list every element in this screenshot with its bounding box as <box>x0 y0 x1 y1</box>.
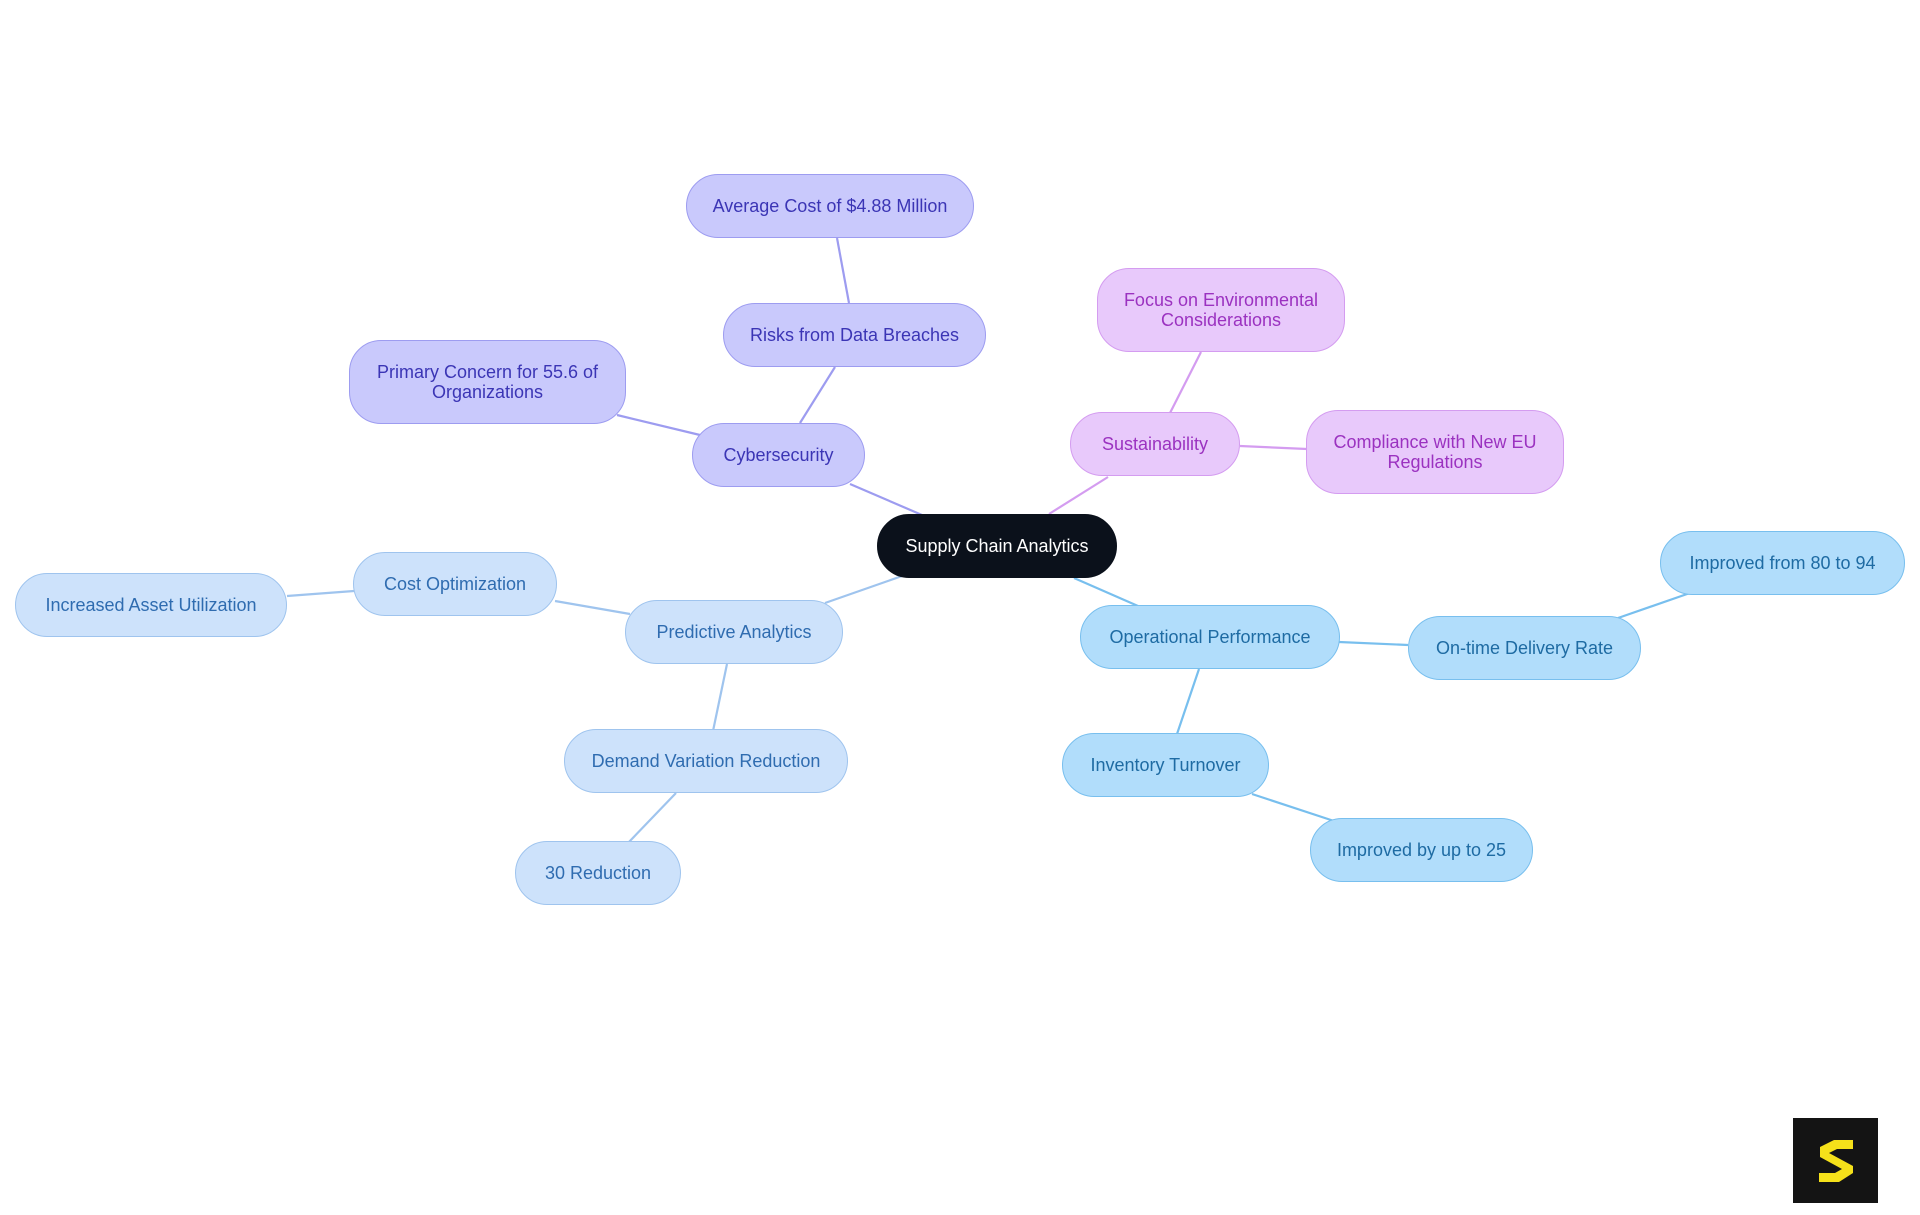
node-improved-25[interactable]: Improved by up to 25 <box>1310 818 1533 882</box>
edge-cybersecurity-risks <box>799 366 836 424</box>
edge-sustainability-environment <box>1169 351 1202 414</box>
node-cost-optimization[interactable]: Cost Optimization <box>353 552 557 616</box>
node-primary-concern[interactable]: Primary Concern for 55.6 of Organization… <box>349 340 626 424</box>
node-demand-variation[interactable]: Demand Variation Reduction <box>564 729 848 793</box>
edge-predictive-costopt <box>554 599 631 616</box>
edge-root-operational <box>1073 576 1139 608</box>
brand-logo <box>1793 1118 1878 1203</box>
node-average-cost[interactable]: Average Cost of $4.88 Million <box>686 174 974 238</box>
edge-ontime-improved80 <box>1617 591 1691 620</box>
edge-root-predictive <box>824 573 906 605</box>
node-improved-80-94[interactable]: Improved from 80 to 94 <box>1660 531 1905 595</box>
node-cybersecurity[interactable]: Cybersecurity <box>692 423 865 487</box>
node-asset-utilization[interactable]: Increased Asset Utilization <box>15 573 287 637</box>
edge-predictive-demand <box>711 663 729 732</box>
edge-demand-reduction <box>627 792 677 844</box>
edge-operational-ontime <box>1338 640 1409 647</box>
edge-sustainability-compliance <box>1239 444 1308 451</box>
s-logo-icon <box>1819 1140 1853 1182</box>
edge-risks-cost <box>835 237 851 304</box>
node-30-reduction[interactable]: 30 Reduction <box>515 841 681 905</box>
edge-operational-inventory <box>1175 668 1201 735</box>
edge-cybersecurity-concern <box>616 413 701 437</box>
node-predictive-analytics[interactable]: Predictive Analytics <box>625 600 843 664</box>
edge-root-sustainability <box>1048 476 1109 515</box>
root-node[interactable]: Supply Chain Analytics <box>877 514 1117 578</box>
node-inventory-turnover[interactable]: Inventory Turnover <box>1062 733 1269 797</box>
node-data-breach-risks[interactable]: Risks from Data Breaches <box>723 303 986 367</box>
node-operational-performance[interactable]: Operational Performance <box>1080 605 1340 669</box>
edge-costopt-asset <box>286 589 355 598</box>
edge-root-cybersecurity <box>849 482 923 517</box>
edge-inventory-improved25 <box>1251 792 1335 823</box>
node-on-time-delivery[interactable]: On-time Delivery Rate <box>1408 616 1641 680</box>
node-environmental-focus[interactable]: Focus on Environmental Considerations <box>1097 268 1345 352</box>
node-sustainability[interactable]: Sustainability <box>1070 412 1240 476</box>
node-eu-compliance[interactable]: Compliance with New EU Regulations <box>1306 410 1564 494</box>
